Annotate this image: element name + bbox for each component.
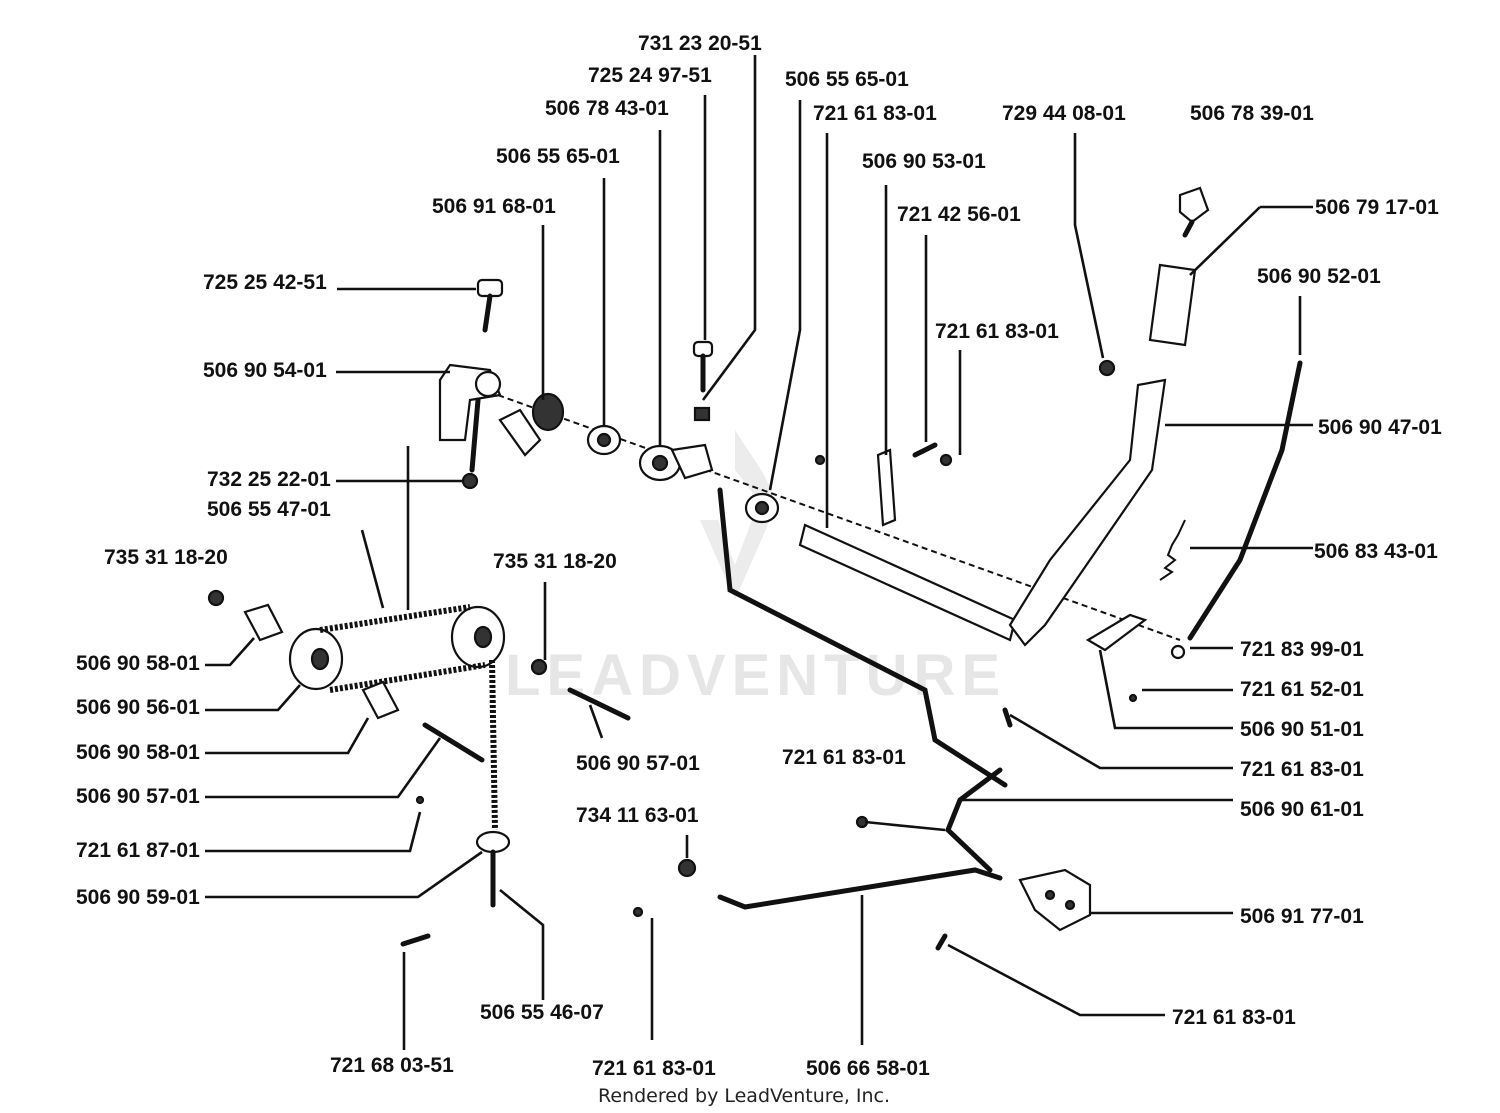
label-506-90-57-01-b: 506 90 57-01	[576, 752, 700, 775]
label-734-11-63-01: 734 11 63-01	[576, 804, 699, 827]
idler-506-90-59-01	[475, 830, 511, 908]
label-725-25-42-51: 725 25 42-51	[203, 271, 327, 294]
label-506-79-17-01: 506 79 17-01	[1315, 196, 1439, 219]
label-721-61-83-01-d: 721 61 83-01	[782, 746, 906, 769]
label-721-61-83-01-e: 721 61 83-01	[1172, 1006, 1296, 1029]
footer-credit: Rendered by LeadVenture, Inc.	[598, 1085, 890, 1107]
label-721-42-56-01: 721 42 56-01	[897, 203, 1021, 226]
bushing-506-55-65-01-b	[744, 492, 780, 524]
label-506-90-57-01-a: 506 90 57-01	[76, 785, 200, 808]
bolt-725-24-97-51	[692, 340, 714, 422]
knob-506-78-39-01	[1178, 186, 1210, 238]
label-506-90-61-01: 506 90 61-01	[1240, 798, 1364, 821]
label-506-90-58-01-b: 506 90 58-01	[76, 741, 200, 764]
label-735-31-18-20-a: 735 31 18-20	[104, 546, 228, 569]
label-721-61-87-01: 721 61 87-01	[76, 839, 200, 862]
label-506-90-54-01: 506 90 54-01	[203, 359, 327, 382]
nut-732-25-22-01	[461, 472, 479, 490]
label-729-44-08-01: 729 44 08-01	[1002, 102, 1126, 125]
label-721-61-83-01-f: 721 61 83-01	[592, 1057, 716, 1080]
label-506-90-59-01: 506 90 59-01	[76, 886, 200, 909]
label-721-83-99-01: 721 83 99-01	[1240, 638, 1364, 661]
bolt-725-25-42-51	[476, 278, 504, 333]
label-725-24-97-51: 725 24 97-51	[588, 64, 712, 87]
label-721-61-83-01-b: 721 61 83-01	[935, 320, 1059, 343]
leader-lines	[205, 55, 1313, 1050]
label-506-83-43-01: 506 83 43-01	[1314, 540, 1438, 563]
label-506-90-52-01: 506 90 52-01	[1257, 265, 1381, 288]
bracket-506-90-51-01	[1085, 613, 1148, 652]
label-506-55-65-01-a: 506 55 65-01	[496, 145, 620, 168]
label-506-66-58-01: 506 66 58-01	[806, 1057, 930, 1080]
label-506-78-39-01: 506 78 39-01	[1190, 102, 1314, 125]
label-735-31-18-20-b: 735 31 18-20	[493, 550, 617, 573]
part-labels: 731 23 20-51 725 24 97-51 506 78 43-01 5…	[76, 32, 1442, 1080]
label-506-91-77-01: 506 91 77-01	[1240, 905, 1364, 928]
label-506-90-56-01: 506 90 56-01	[76, 696, 200, 719]
pulley-506-90-56-01	[288, 627, 344, 691]
label-506-91-68-01: 506 91 68-01	[432, 195, 556, 218]
watermark-text: LEADVENTURE	[505, 643, 1006, 708]
label-721-61-83-01-a: 721 61 83-01	[813, 102, 937, 125]
rod-506-90-52-01	[1187, 360, 1303, 641]
label-506-55-47-01: 506 55 47-01	[207, 498, 331, 521]
label-732-25-22-01: 732 25 22-01	[207, 468, 331, 491]
rod-506-66-58-01	[717, 867, 1003, 910]
label-731-23-20-51: 731 23 20-51	[638, 32, 762, 55]
label-506-90-47-01: 506 90 47-01	[1318, 416, 1442, 439]
nut-735-31-18-20-a	[207, 589, 225, 607]
clutch-506-91-68-01	[498, 392, 565, 457]
label-506-90-51-01: 506 90 51-01	[1240, 718, 1364, 741]
lever-506-90-47-01	[1008, 378, 1167, 647]
label-721-61-52-01: 721 61 52-01	[1240, 678, 1364, 701]
nut-735-31-18-20-b	[530, 658, 548, 676]
part-drawings	[207, 186, 1303, 951]
label-721-61-83-01-c: 721 61 83-01	[1240, 758, 1364, 781]
rod-506-90-61-01	[945, 767, 1003, 873]
grip-506-79-17-01	[1148, 263, 1197, 347]
label-506-90-58-01-a: 506 90 58-01	[76, 652, 200, 675]
plate-506-90-53-01	[876, 448, 897, 527]
spring-506-83-43-01	[1159, 519, 1186, 581]
label-506-55-46-07: 506 55 46-07	[480, 1001, 604, 1024]
label-506-55-65-01-b: 506 55 65-01	[785, 68, 909, 91]
plate-506-91-77-01	[1018, 868, 1092, 932]
bracket-506-90-54-01	[438, 363, 502, 473]
label-506-78-43-01: 506 78 43-01	[545, 97, 669, 120]
label-721-68-03-51: 721 68 03-51	[330, 1054, 454, 1077]
arm-506-78-43-01	[638, 443, 714, 482]
pulley-right	[450, 605, 506, 669]
nut-734-11-63-01	[677, 858, 697, 878]
shaft	[798, 523, 1017, 642]
label-506-90-53-01: 506 90 53-01	[862, 150, 986, 173]
bushing-506-55-65-01-a	[586, 424, 622, 456]
